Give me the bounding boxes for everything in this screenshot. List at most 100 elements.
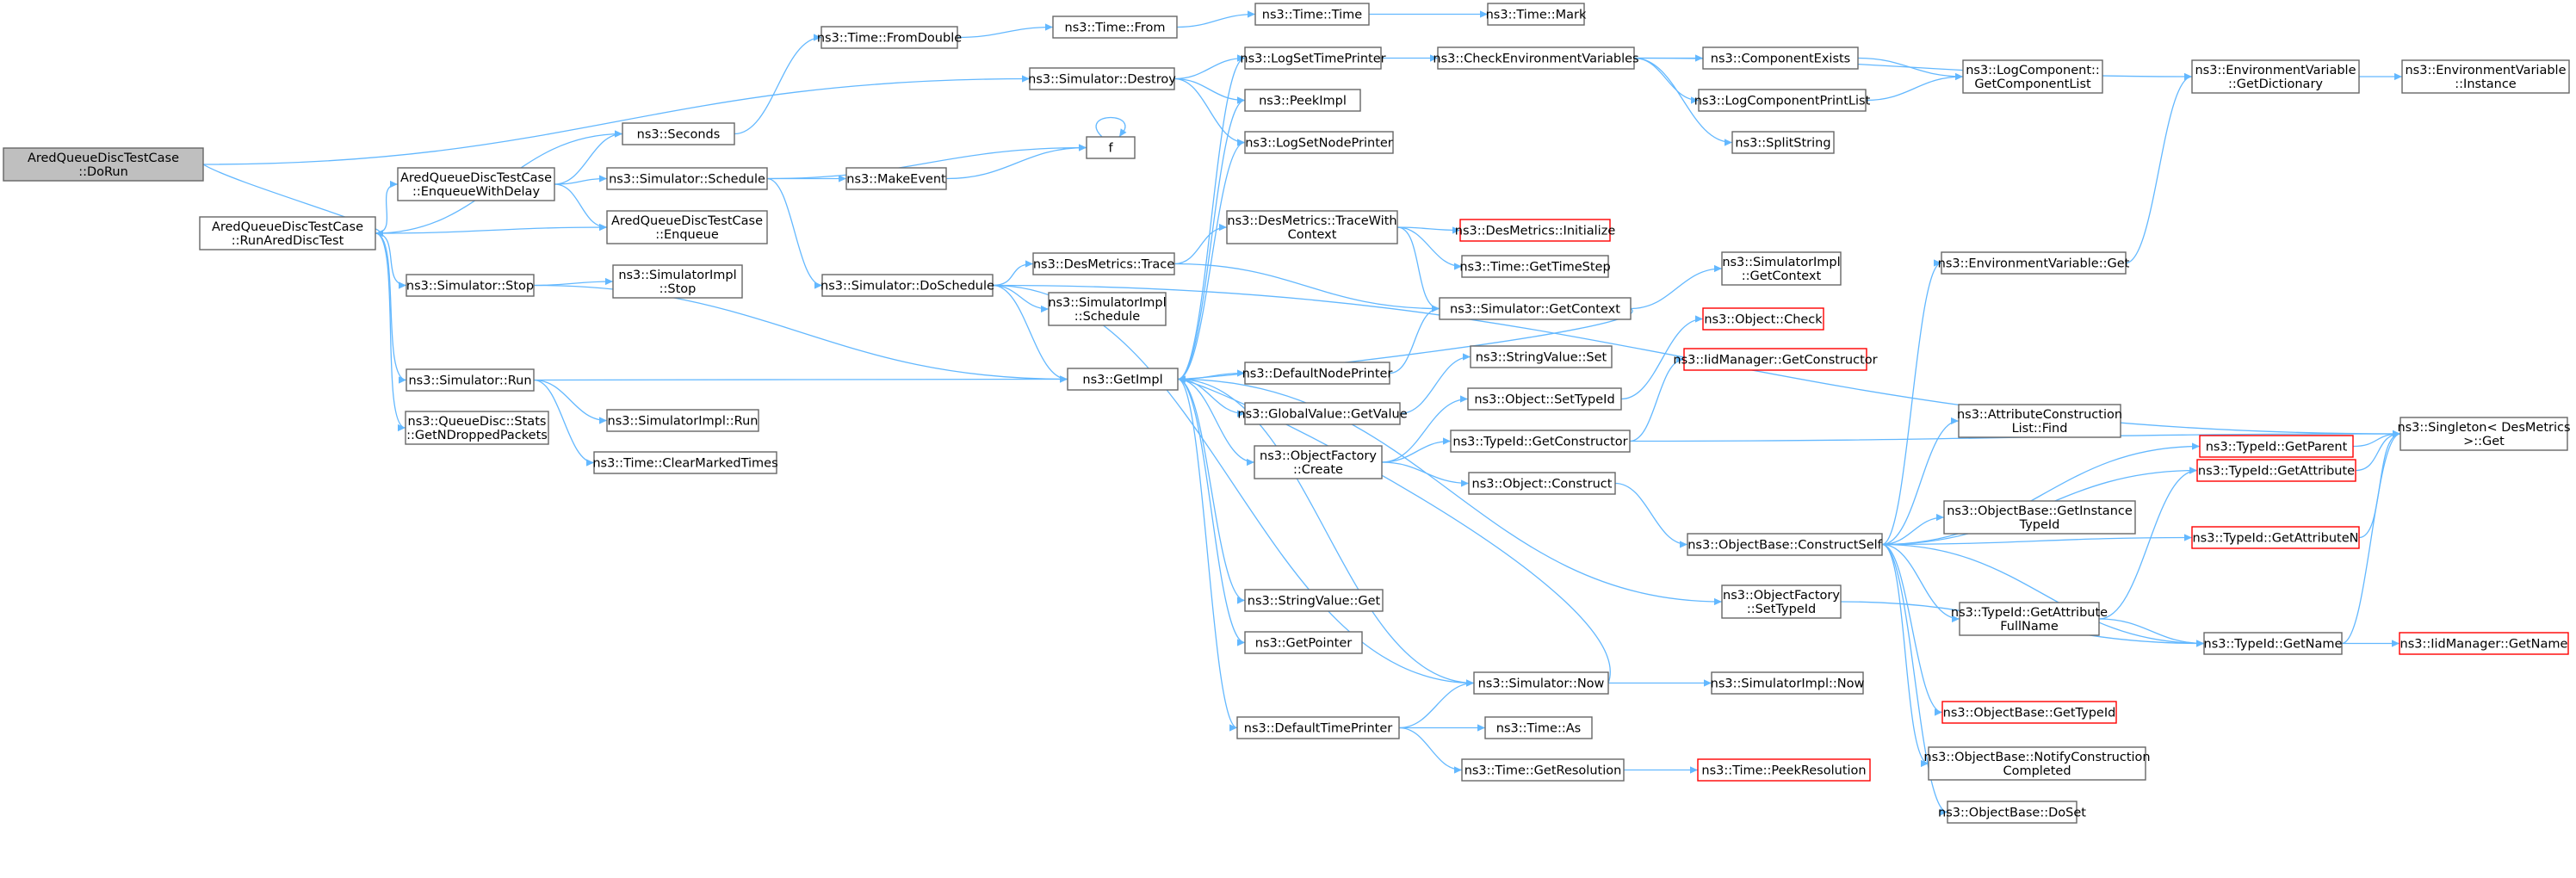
- node-doset[interactable]: ns3::ObjectBase::DoSet: [1938, 801, 2086, 824]
- edge-arrowhead: [1936, 513, 1944, 522]
- edge-arrowhead: [398, 424, 406, 432]
- node-splitstring[interactable]: ns3::SplitString: [1731, 131, 1835, 154]
- node-box: [1048, 292, 1167, 326]
- node-compexists[interactable]: ns3::ComponentExists: [1702, 46, 1859, 70]
- edge-fromdouble-to-timefrom: [957, 26, 1054, 39]
- edge-doschedule-to-simnow: [992, 284, 1475, 684]
- node-checkenv[interactable]: ns3::CheckEnvironmentVariables: [1433, 46, 1639, 70]
- edge-run-to-implrun: [533, 379, 608, 422]
- node-label: ::Instance: [2455, 77, 2517, 91]
- node-box: [821, 274, 994, 297]
- node-objcheck[interactable]: ns3::Object::Check: [1702, 307, 1824, 331]
- node-envget[interactable]: ns3::EnvironmentVariable::Get: [1938, 251, 2130, 275]
- node-label: ns3::Object::Check: [1704, 313, 1823, 327]
- node-timeas[interactable]: ns3::Time::As: [1484, 716, 1593, 739]
- node-run[interactable]: ns3::Simulator::Run: [406, 368, 535, 392]
- node-implgetctx[interactable]: ns3::SimulatorImpl::GetContext: [1721, 251, 1842, 286]
- node-label: ns3::Seconds: [637, 128, 721, 142]
- node-box: [1941, 251, 2127, 275]
- node-fromdouble[interactable]: ns3::Time::FromDouble: [817, 26, 962, 49]
- node-iidgetname[interactable]: ns3::IidManager::GetName: [2399, 632, 2569, 655]
- node-getparent[interactable]: ns3::TypeId::GetParent: [2199, 435, 2354, 458]
- node-getattribute[interactable]: ns3::TypeId::GetAttribute: [2196, 459, 2356, 482]
- node-getname[interactable]: ns3::TypeId::GetName: [2203, 632, 2343, 655]
- node-getresolution[interactable]: ns3::Time::GetResolution: [1461, 758, 1625, 782]
- edge-arrowhead: [1022, 75, 1030, 83]
- node-peekimpl[interactable]: ns3::PeekImpl: [1244, 89, 1361, 112]
- node-obgettypeid[interactable]: ns3::ObjectBase::GetTypeId: [1941, 701, 2117, 724]
- node-logsetnode[interactable]: ns3::LogSetNodePrinter: [1244, 131, 1394, 154]
- node-factsettypeid[interactable]: ns3::ObjectFactory::SetTypeId: [1721, 584, 1842, 619]
- node-getndropped[interactable]: ns3::QueueDisc::Stats::GetNDroppedPacket…: [405, 411, 549, 445]
- node-getcontext[interactable]: ns3::Simulator::GetContext: [1439, 297, 1632, 320]
- edge-arrowhead: [1237, 369, 1245, 377]
- node-gettimestep[interactable]: ns3::Time::GetTimeStep: [1459, 255, 1611, 278]
- node-doschedule[interactable]: ns3::Simulator::DoSchedule: [820, 274, 994, 297]
- node-objconstruct[interactable]: ns3::Object::Construct: [1468, 472, 1616, 495]
- node-defaultnode[interactable]: ns3::DefaultNodePrinter: [1242, 362, 1393, 385]
- node-implnow[interactable]: ns3::SimulatorImpl::Now: [1711, 671, 1865, 695]
- node-box: [1461, 758, 1625, 782]
- node-getcomplist[interactable]: ns3::LogComponent::GetComponentList: [1962, 59, 2103, 94]
- node-label: AredQueueDiscTestCase: [400, 171, 552, 185]
- node-singletonget[interactable]: ns3::Singleton< DesMetrics>::Get: [2397, 417, 2571, 451]
- node-logcompprint[interactable]: ns3::LogComponentPrintList: [1694, 89, 1871, 112]
- node-objsettypeid[interactable]: ns3::Object::SetTypeId: [1467, 387, 1622, 411]
- edge-getcontext-to-implgetctx: [1630, 268, 1723, 310]
- node-implstop[interactable]: ns3::SimulatorImpl::Stop: [612, 264, 743, 299]
- node-implschedule[interactable]: ns3::SimulatorImpl::Schedule: [1048, 292, 1167, 326]
- edge-arrowhead: [1676, 356, 1684, 363]
- node-makeevent[interactable]: ns3::MakeEvent: [845, 167, 947, 190]
- node-envgetdict[interactable]: ns3::EnvironmentVariable::GetDictionary: [2191, 59, 2360, 94]
- edge-arrowhead: [1237, 139, 1245, 146]
- edge-dorun-to-destroy: [202, 77, 1031, 165]
- node-typeidgetctor[interactable]: ns3::TypeId::GetConstructor: [1450, 430, 1631, 453]
- node-logsettime[interactable]: ns3::LogSetTimePrinter: [1240, 46, 1386, 70]
- edge-constructself-to-envget: [1881, 262, 1942, 546]
- node-schedule[interactable]: ns3::Simulator::Schedule: [606, 167, 768, 190]
- node-destrace[interactable]: ns3::DesMetrics::Trace: [1032, 252, 1175, 275]
- edge-arrowhead: [1952, 615, 1960, 623]
- node-timetime[interactable]: ns3::Time::Time: [1254, 3, 1370, 26]
- node-getpointer[interactable]: ns3::GetPointer: [1244, 631, 1363, 654]
- node-constructself[interactable]: ns3::ObjectBase::ConstructSelf: [1687, 533, 1883, 556]
- node-dorun[interactable]: AredQueueDiscTestCase::DoRun: [3, 147, 204, 182]
- node-stringset[interactable]: ns3::StringValue::Set: [1470, 345, 1613, 368]
- node-timefrom[interactable]: ns3::Time::From: [1052, 15, 1178, 39]
- node-globalvalue[interactable]: ns3::GlobalValue::GetValue: [1237, 402, 1408, 425]
- node-stop[interactable]: ns3::Simulator::Stop: [406, 274, 535, 297]
- node-destroy[interactable]: ns3::Simulator::Destroy: [1028, 67, 1176, 90]
- node-box: [1439, 297, 1632, 320]
- node-f[interactable]: f: [1086, 136, 1136, 159]
- node-timemark[interactable]: ns3::Time::Mark: [1486, 3, 1587, 26]
- node-getattributen[interactable]: ns3::TypeId::GetAttributeN: [2191, 526, 2360, 549]
- node-label: ns3::DesMetrics::TraceWith: [1227, 214, 1396, 228]
- node-runared[interactable]: AredQueueDiscTestCase::RunAredDiscTest: [199, 216, 376, 250]
- node-objfactcreate[interactable]: ns3::ObjectFactory::Create: [1254, 445, 1383, 479]
- node-box: [1683, 348, 1867, 371]
- node-peekres[interactable]: ns3::Time::PeekResolution: [1697, 758, 1871, 782]
- node-desinit[interactable]: ns3::DesMetrics::Initialize: [1455, 219, 1616, 242]
- node-implrun[interactable]: ns3::SimulatorImpl::Run: [606, 409, 759, 432]
- node-getimpl[interactable]: ns3::GetImpl: [1067, 368, 1179, 391]
- node-simnow[interactable]: ns3::Simulator::Now: [1473, 671, 1609, 695]
- edge-destrace-to-tracewithctx: [1173, 226, 1228, 265]
- node-notifyconst[interactable]: ns3::ObjectBase::NotifyConstructionCompl…: [1923, 746, 2151, 781]
- node-defaulttime[interactable]: ns3::DefaultTimePrinter: [1236, 716, 1400, 739]
- node-seconds[interactable]: ns3::Seconds: [622, 122, 735, 145]
- edge-constructself-to-notifyconst: [1881, 543, 1929, 764]
- node-envinstance[interactable]: ns3::EnvironmentVariable::Instance: [2401, 59, 2570, 94]
- node-enqdelay[interactable]: AredQueueDiscTestCase::EnqueueWithDelay: [397, 167, 555, 201]
- node-iidgetctor[interactable]: ns3::IidManager::GetConstructor: [1673, 348, 1878, 371]
- edge-getname-to-singletonget: [2341, 433, 2401, 645]
- node-stringget[interactable]: ns3::StringValue::Get: [1244, 589, 1384, 612]
- node-clearmarked[interactable]: ns3::Time::ClearMarkedTimes: [592, 451, 778, 474]
- edge-arrowhead: [1695, 315, 1703, 323]
- edge-arrowhead: [1460, 395, 1468, 403]
- node-enqueue[interactable]: AredQueueDiscTestCase::Enqueue: [606, 210, 768, 244]
- node-label: ns3::DefaultNodePrinter: [1242, 368, 1393, 381]
